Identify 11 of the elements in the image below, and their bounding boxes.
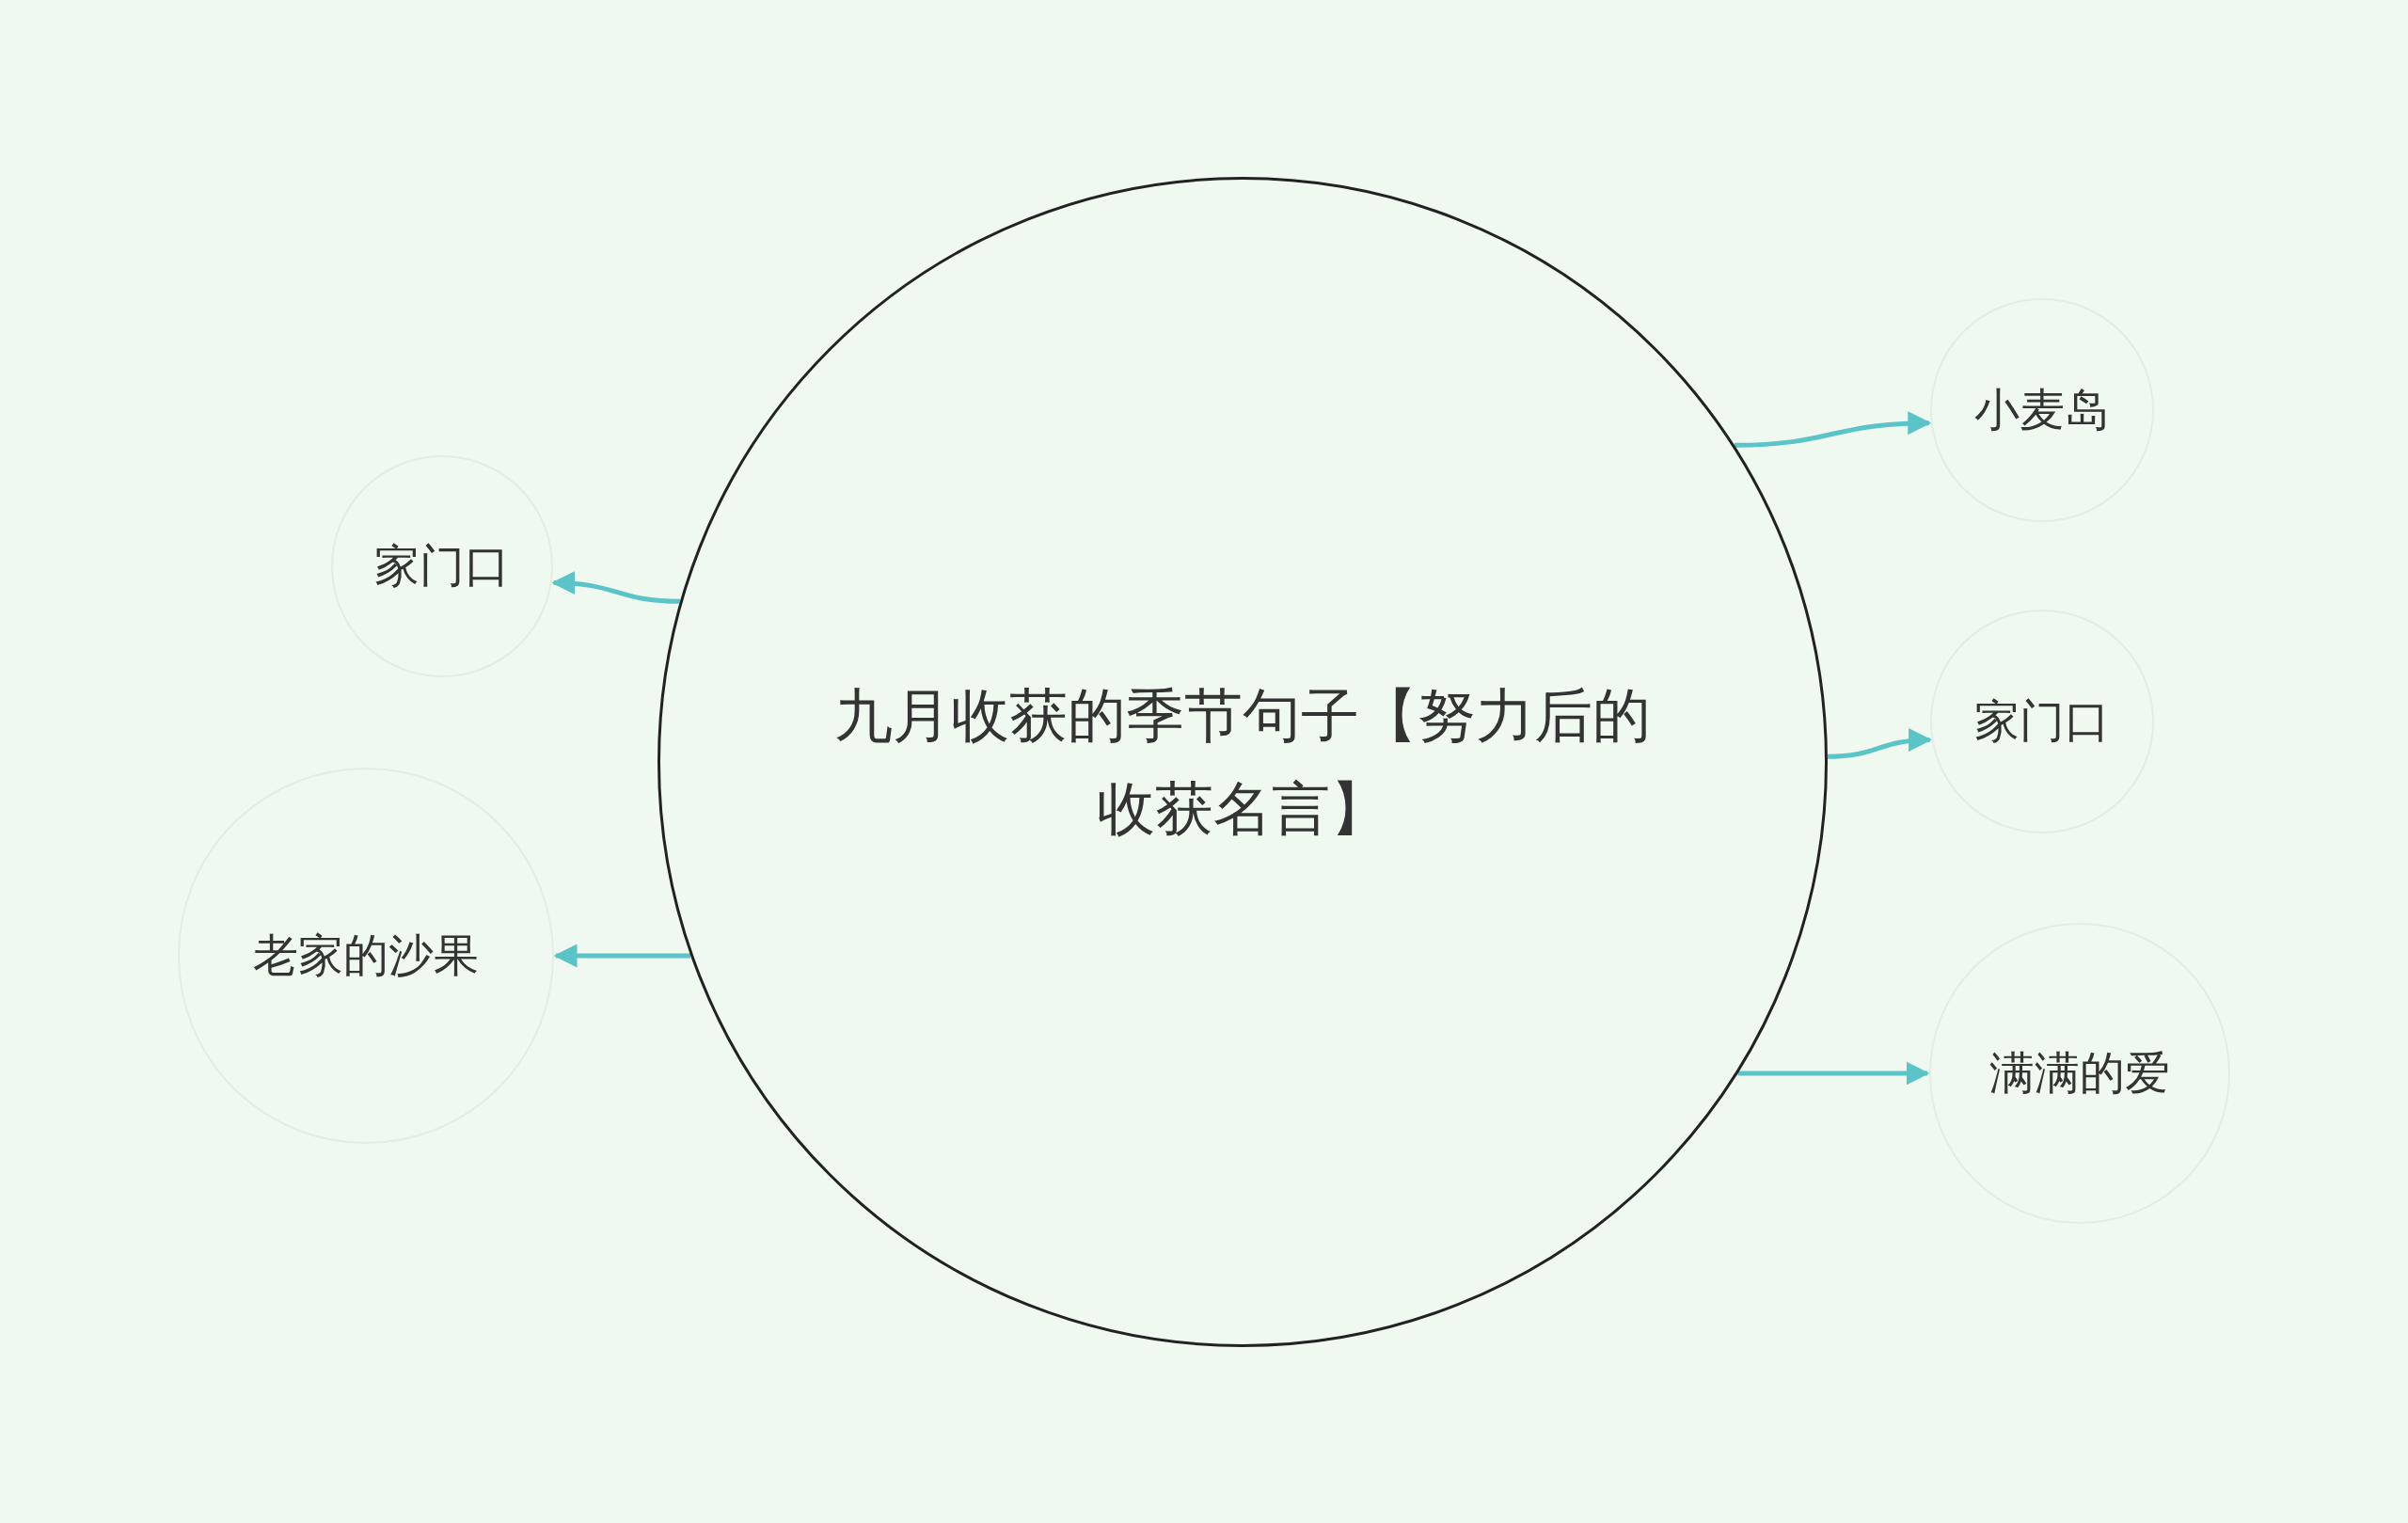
subtopic-circle: 家门口 (1930, 610, 2154, 833)
arrow (551, 571, 680, 604)
subtopic-circle: 老家的沙果 (178, 768, 554, 1144)
subtopic-circle: 满满的爱 (1929, 923, 2230, 1224)
subtopic-circle: 家门口 (331, 455, 553, 677)
arrow (553, 944, 691, 968)
arrow (1734, 411, 1932, 448)
subtopic-circle: 小麦岛 (1930, 298, 2154, 522)
arrow (1827, 728, 1933, 759)
topic-circle: 九月收获的季节句子【努力后的收获名言】 (657, 177, 1828, 1347)
arrow (1737, 1061, 1930, 1086)
